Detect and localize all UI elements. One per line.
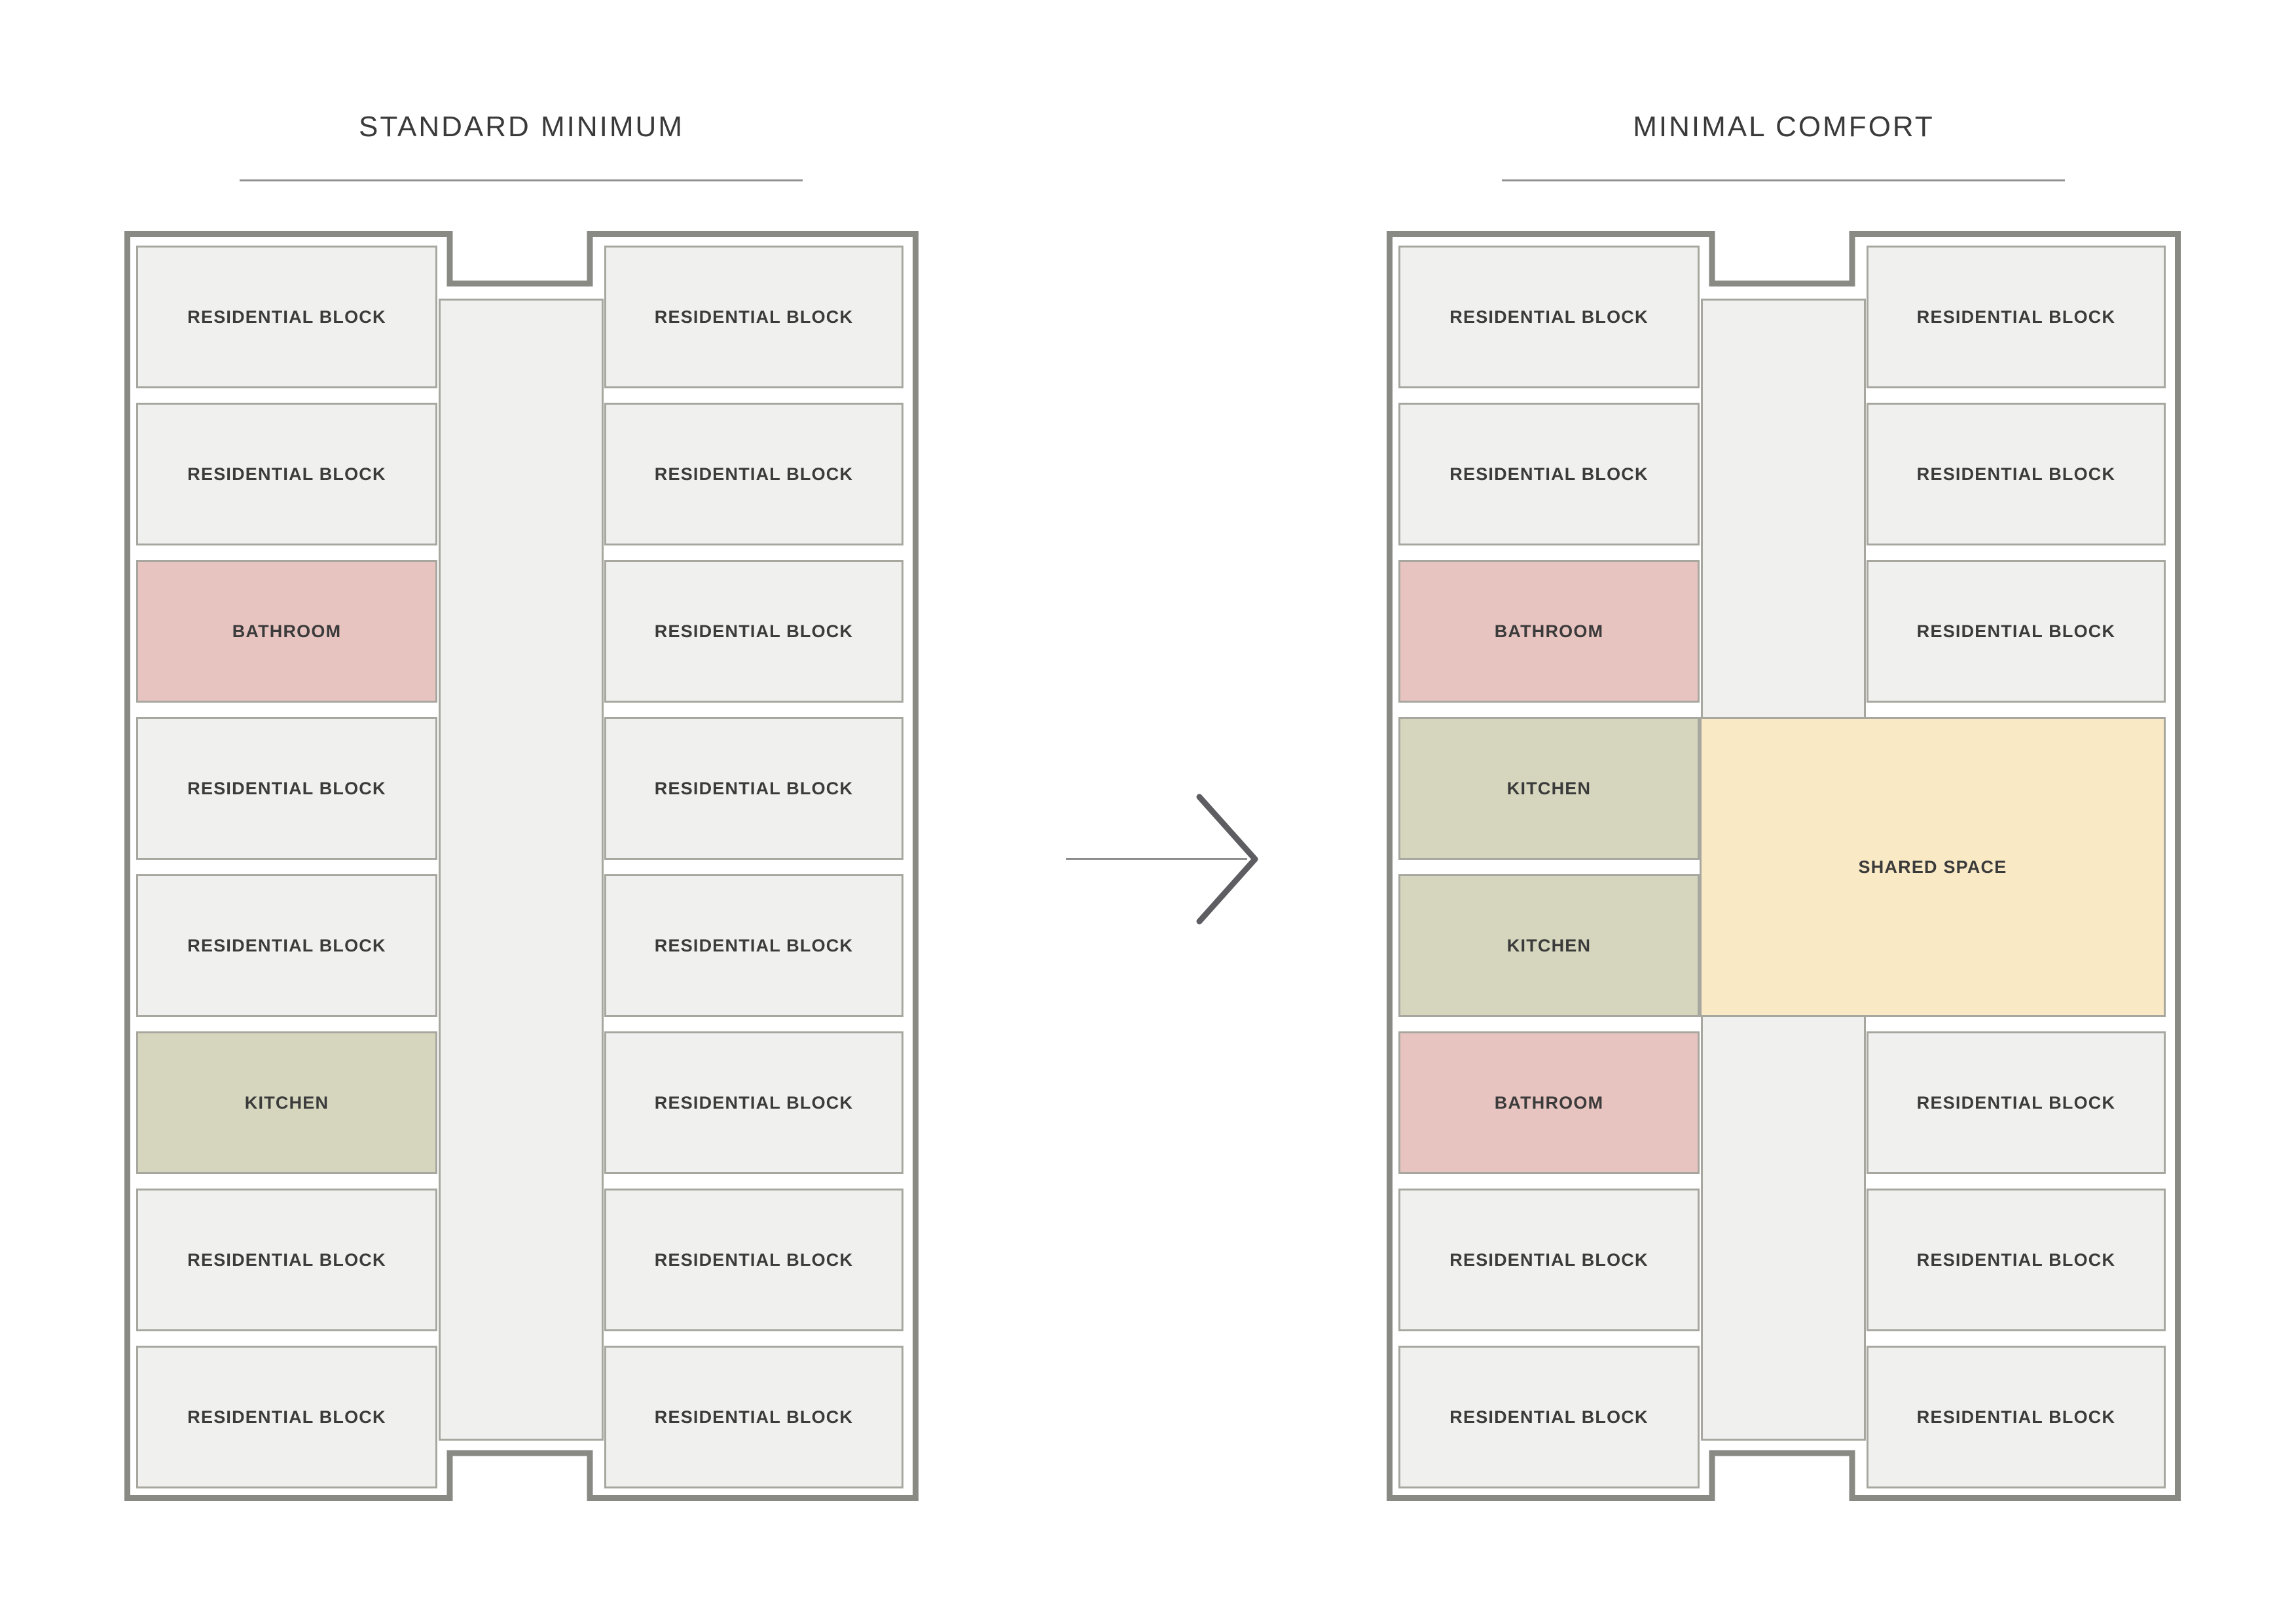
room-kitchen: KITCHEN — [1398, 717, 1700, 860]
room-label: RESIDENTIAL BLOCK — [1916, 621, 2116, 641]
arrow-head-icon — [1196, 794, 1258, 925]
room-residential: RESIDENTIAL BLOCK — [604, 403, 903, 545]
room-label: KITCHEN — [1506, 935, 1592, 955]
room-label: RESIDENTIAL BLOCK — [1449, 1249, 1649, 1270]
room-residential: RESIDENTIAL BLOCK — [604, 1031, 903, 1174]
room-residential: RESIDENTIAL BLOCK — [1398, 403, 1700, 545]
room-residential: RESIDENTIAL BLOCK — [604, 1346, 903, 1488]
room-label: RESIDENTIAL BLOCK — [654, 306, 854, 327]
plan-minimal-comfort: MINIMAL COMFORT RESIDENTIAL BLOCK RESIDEN… — [1387, 0, 2181, 1624]
shared-space: SHARED SPACE — [1700, 717, 2166, 1017]
room-residential: RESIDENTIAL BLOCK — [1398, 246, 1700, 388]
room-label: BATHROOM — [1494, 621, 1604, 641]
room-label: RESIDENTIAL BLOCK — [1916, 1092, 2116, 1113]
room-residential: RESIDENTIAL BLOCK — [136, 403, 437, 545]
room-label: RESIDENTIAL BLOCK — [654, 935, 854, 955]
room-label: RESIDENTIAL BLOCK — [187, 1249, 386, 1270]
room-residential: RESIDENTIAL BLOCK — [604, 1189, 903, 1331]
room-residential: RESIDENTIAL BLOCK — [1867, 560, 2166, 703]
room-label: BATHROOM — [1494, 1092, 1604, 1113]
right-arrow-icon — [1066, 794, 1258, 925]
room-residential: RESIDENTIAL BLOCK — [604, 717, 903, 860]
room-label: RESIDENTIAL BLOCK — [654, 1092, 854, 1113]
room-bathroom: BATHROOM — [136, 560, 437, 703]
room-label: RESIDENTIAL BLOCK — [1449, 1407, 1649, 1427]
room-label: RESIDENTIAL BLOCK — [1916, 1249, 2116, 1270]
room-residential: RESIDENTIAL BLOCK — [1867, 1346, 2166, 1488]
room-label: RESIDENTIAL BLOCK — [654, 464, 854, 484]
room-residential: RESIDENTIAL BLOCK — [1867, 403, 2166, 545]
room-residential: RESIDENTIAL BLOCK — [1867, 1189, 2166, 1331]
room-label: RESIDENTIAL BLOCK — [654, 1407, 854, 1427]
room-residential: RESIDENTIAL BLOCK — [136, 1346, 437, 1488]
room-label: RESIDENTIAL BLOCK — [187, 464, 386, 484]
room-kitchen: KITCHEN — [1398, 874, 1700, 1017]
building-outline — [1387, 231, 2181, 1501]
room-residential: RESIDENTIAL BLOCK — [1867, 246, 2166, 388]
room-label: RESIDENTIAL BLOCK — [654, 1249, 854, 1270]
plan-standard-minimum: STANDARD MINIMUM RESIDENTIAL BLOCK RESIDE… — [124, 0, 919, 1624]
room-label: RESIDENTIAL BLOCK — [187, 1407, 386, 1427]
room-label: RESIDENTIAL BLOCK — [1449, 464, 1649, 484]
room-residential: RESIDENTIAL BLOCK — [136, 717, 437, 860]
room-label: KITCHEN — [244, 1092, 329, 1113]
title-underline — [1502, 179, 2065, 181]
room-kitchen: KITCHEN — [136, 1031, 437, 1174]
room-label: SHARED SPACE — [1858, 857, 2007, 877]
room-bathroom: BATHROOM — [1398, 560, 1700, 703]
room-label: RESIDENTIAL BLOCK — [187, 935, 386, 955]
room-residential: RESIDENTIAL BLOCK — [604, 560, 903, 703]
room-residential: RESIDENTIAL BLOCK — [136, 1189, 437, 1331]
corridor — [439, 299, 604, 1441]
room-residential: RESIDENTIAL BLOCK — [136, 874, 437, 1017]
room-label: RESIDENTIAL BLOCK — [654, 621, 854, 641]
room-label: RESIDENTIAL BLOCK — [1916, 306, 2116, 327]
plan-title: MINIMAL COMFORT — [1633, 111, 1935, 143]
room-label: BATHROOM — [232, 621, 342, 641]
room-residential: RESIDENTIAL BLOCK — [136, 246, 437, 388]
room-residential: RESIDENTIAL BLOCK — [604, 874, 903, 1017]
room-residential: RESIDENTIAL BLOCK — [1398, 1189, 1700, 1331]
room-residential: RESIDENTIAL BLOCK — [604, 246, 903, 388]
room-bathroom: BATHROOM — [1398, 1031, 1700, 1174]
room-label: RESIDENTIAL BLOCK — [654, 778, 854, 798]
plan-title: STANDARD MINIMUM — [359, 111, 684, 143]
building-outline — [124, 231, 919, 1501]
room-label: RESIDENTIAL BLOCK — [1916, 464, 2116, 484]
room-label: RESIDENTIAL BLOCK — [187, 306, 386, 327]
title-underline — [240, 179, 803, 181]
room-residential: RESIDENTIAL BLOCK — [1867, 1031, 2166, 1174]
room-label: KITCHEN — [1506, 778, 1592, 798]
room-label: RESIDENTIAL BLOCK — [1449, 306, 1649, 327]
room-residential: RESIDENTIAL BLOCK — [1398, 1346, 1700, 1488]
room-label: RESIDENTIAL BLOCK — [187, 778, 386, 798]
room-label: RESIDENTIAL BLOCK — [1916, 1407, 2116, 1427]
